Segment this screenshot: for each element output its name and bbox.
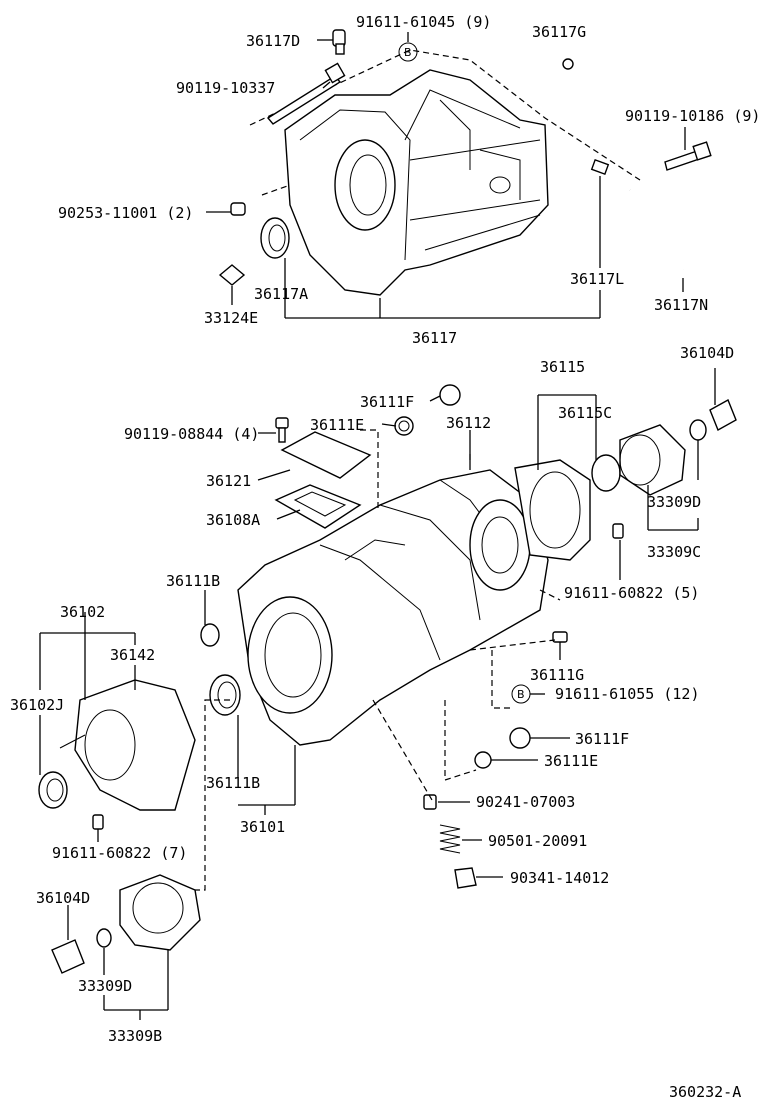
label-91611-60822-5: 91611-60822 (5) bbox=[564, 584, 699, 602]
label-33309c: 33309C bbox=[647, 543, 701, 561]
label-36112: 36112 bbox=[446, 414, 491, 432]
label-90119-10186: 90119-10186 (9) bbox=[625, 107, 760, 125]
label-91611-60822-7: 91611-60822 (7) bbox=[52, 844, 187, 862]
label-36104d-bot: 36104D bbox=[36, 889, 90, 907]
label-36117a: 36117A bbox=[254, 285, 308, 303]
label-36102j: 36102J bbox=[10, 696, 64, 714]
extension-housing-drawing bbox=[38, 384, 737, 974]
label-36115: 36115 bbox=[540, 358, 585, 376]
label-36108a: 36108A bbox=[206, 511, 260, 529]
middle-leader-lines bbox=[39, 368, 716, 1020]
label-36111b-bot: 36111B bbox=[206, 774, 260, 792]
b-marker-bottom: B bbox=[511, 684, 531, 704]
label-33309d-bot: 33309D bbox=[78, 977, 132, 995]
figure-id: 360232-A bbox=[669, 1083, 741, 1101]
top-leader-lines bbox=[206, 32, 686, 319]
transmission-case-drawing bbox=[218, 29, 712, 296]
label-36104d-top: 36104D bbox=[680, 344, 734, 362]
label-90501-20091: 90501-20091 bbox=[488, 832, 587, 850]
label-36117d: 36117D bbox=[246, 32, 300, 50]
label-90253-11001: 90253-11001 (2) bbox=[58, 204, 193, 222]
b-marker-bottom-label: B bbox=[517, 688, 525, 701]
label-90119-10337: 90119-10337 bbox=[176, 79, 275, 97]
b-marker-top-label: B bbox=[404, 46, 412, 59]
part-labels: 36117D 91611-61045 (9) 36117G 90119-1033… bbox=[10, 13, 760, 1101]
label-36117: 36117 bbox=[412, 329, 457, 347]
label-36115c: 36115C bbox=[558, 404, 612, 422]
label-36111f-bot: 36111F bbox=[575, 730, 629, 748]
label-91611-61045: 91611-61045 (9) bbox=[356, 13, 491, 31]
label-36111b-top: 36111B bbox=[166, 572, 220, 590]
label-90341-14012: 90341-14012 bbox=[510, 869, 609, 887]
label-36111e-top: 36111E bbox=[310, 416, 364, 434]
label-90241-07003: 90241-07003 bbox=[476, 793, 575, 811]
label-36101: 36101 bbox=[240, 818, 285, 836]
label-36111g: 36111G bbox=[530, 666, 584, 684]
label-36117g: 36117G bbox=[532, 23, 586, 41]
label-90119-08844: 90119-08844 (4) bbox=[124, 425, 259, 443]
label-36117n: 36117N bbox=[654, 296, 708, 314]
label-36121: 36121 bbox=[206, 472, 251, 490]
label-36111e-bot: 36111E bbox=[544, 752, 598, 770]
b-marker-top: B bbox=[398, 42, 418, 62]
label-33309b: 33309B bbox=[108, 1027, 162, 1045]
label-36102: 36102 bbox=[60, 603, 105, 621]
label-91611-61055: 91611-61055 (12) bbox=[555, 685, 700, 703]
label-33309d-right: 33309D bbox=[647, 493, 701, 511]
label-36117l: 36117L bbox=[570, 270, 624, 288]
label-33124e: 33124E bbox=[204, 309, 258, 327]
label-36111f-top: 36111F bbox=[360, 393, 414, 411]
dashed-connection-lines bbox=[195, 429, 561, 891]
label-36142: 36142 bbox=[110, 646, 155, 664]
